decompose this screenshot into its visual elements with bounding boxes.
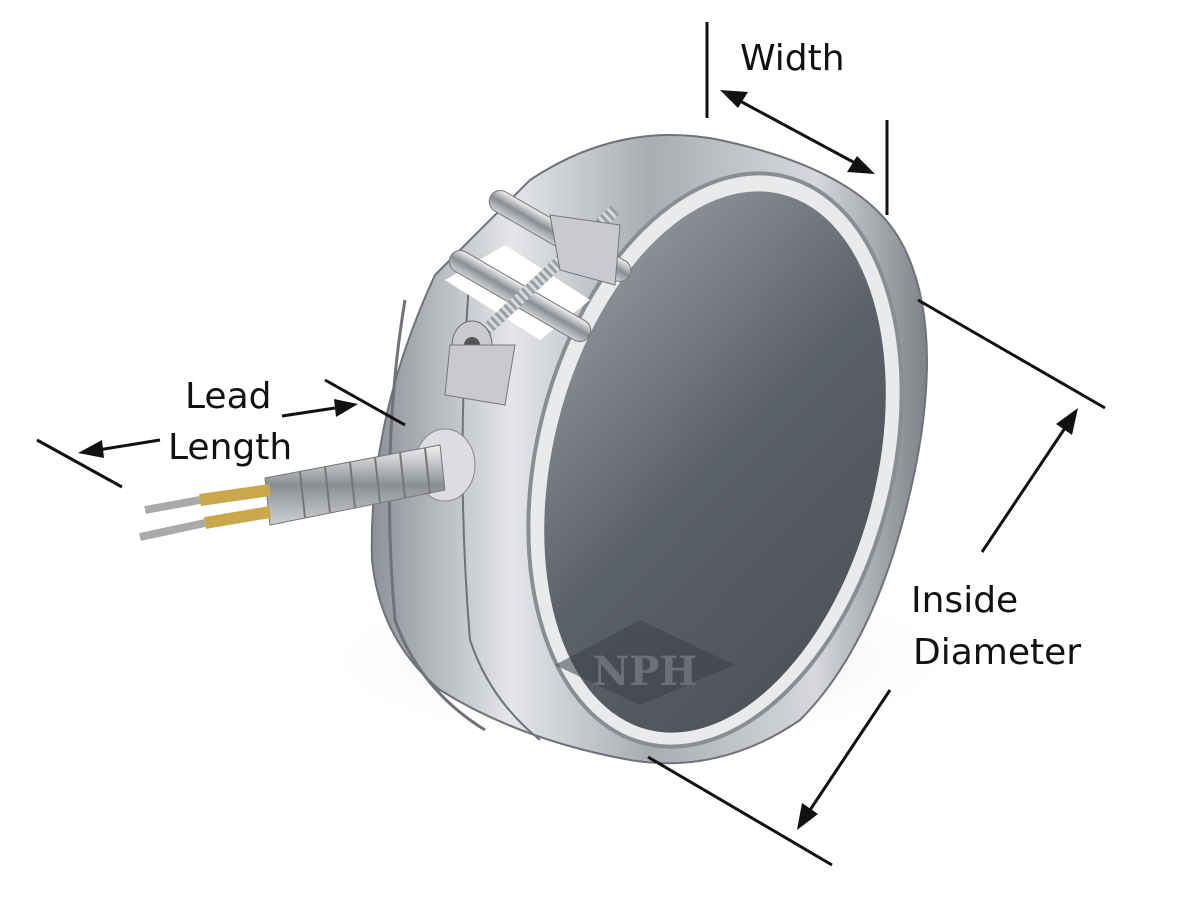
width-label: Width — [740, 38, 845, 79]
arrow-head-icon — [847, 156, 875, 174]
lead-wire-insulation — [203, 506, 272, 529]
lead-wire-insulation — [199, 484, 271, 506]
arrow-head-icon — [720, 90, 748, 108]
lead-arrow — [281, 406, 336, 418]
arrow-head-icon — [1056, 408, 1078, 435]
lead-extension-line — [324, 378, 406, 427]
width-arrow — [739, 99, 856, 165]
logo-text: NPH — [593, 648, 697, 695]
diameter-extension-line — [647, 755, 833, 867]
diameter-arrow — [808, 689, 892, 811]
band-groove — [387, 299, 486, 732]
clamp-strap — [549, 214, 621, 286]
lead-assembly — [139, 428, 476, 541]
arrow-head-icon — [78, 440, 104, 458]
band-heater: NPH — [370, 134, 928, 765]
lead-arrow — [97, 438, 161, 452]
lead-wire-strands — [139, 519, 206, 541]
nph-logo: NPH — [555, 620, 735, 705]
lead-wire-strands — [144, 496, 201, 514]
arrow-head-icon — [334, 399, 358, 417]
band-inner-surface — [544, 191, 886, 733]
arrow-head-icon — [797, 803, 818, 830]
clamp-strap — [444, 344, 516, 406]
dimension-marks — [36, 22, 1106, 867]
diameter-extension-line — [917, 298, 1106, 410]
lead-extension-line — [36, 438, 123, 489]
conduit-ribs — [299, 447, 431, 519]
lead-length-label-line2: Length — [168, 427, 292, 468]
diameter-arrow — [980, 427, 1067, 553]
lead-length-label-line1: Lead — [185, 376, 271, 417]
inside-diameter-label-line2: Diameter — [913, 632, 1081, 673]
inside-diameter-label-line1: Inside — [911, 580, 1018, 621]
